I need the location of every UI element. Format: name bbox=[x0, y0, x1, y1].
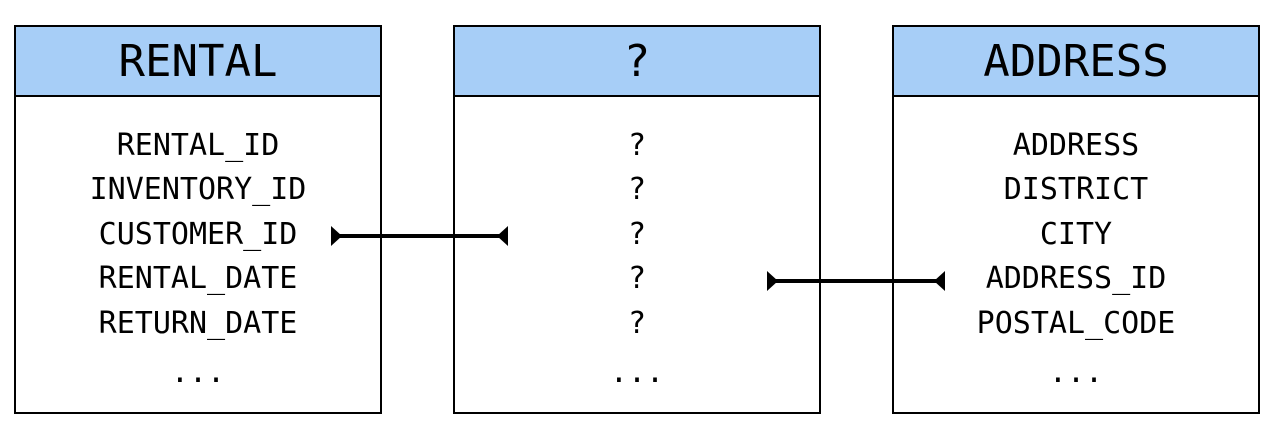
address-table: ADDRESS ADDRESS DISTRICT CITY ADDRESS_ID… bbox=[892, 25, 1260, 414]
field-return-date: RETURN_DATE bbox=[98, 306, 298, 341]
rental-table: RENTAL RENTAL_ID INVENTORY_ID CUSTOMER_I… bbox=[14, 25, 382, 414]
unknown-table-header: ? bbox=[455, 27, 819, 97]
field-district: DISTRICT bbox=[1003, 172, 1149, 207]
field-rental-id: RENTAL_ID bbox=[116, 128, 280, 163]
field-address: ADDRESS bbox=[1012, 128, 1140, 163]
field-customer-id: CUSTOMER_ID bbox=[98, 217, 298, 252]
field-ellipsis: ... bbox=[609, 355, 665, 390]
field-unknown-4: ? bbox=[627, 261, 647, 296]
address-field-list: ADDRESS DISTRICT CITY ADDRESS_ID POSTAL_… bbox=[894, 25, 1258, 410]
address-table-header: ADDRESS bbox=[894, 27, 1258, 97]
field-ellipsis: ... bbox=[170, 355, 226, 390]
field-ellipsis: ... bbox=[1048, 355, 1104, 390]
rental-field-list: RENTAL_ID INVENTORY_ID CUSTOMER_ID RENTA… bbox=[16, 25, 380, 410]
field-unknown-3: ? bbox=[627, 217, 647, 252]
field-city: CITY bbox=[1039, 217, 1113, 252]
unknown-table: ? ? ? ? ? ? ... bbox=[453, 25, 821, 414]
unknown-field-list: ? ? ? ? ? ... bbox=[455, 25, 819, 410]
field-unknown-1: ? bbox=[627, 128, 647, 163]
rental-table-header: RENTAL bbox=[16, 27, 380, 97]
field-unknown-5: ? bbox=[627, 306, 647, 341]
field-rental-date: RENTAL_DATE bbox=[98, 261, 298, 296]
field-unknown-2: ? bbox=[627, 172, 647, 207]
field-postal-code: POSTAL_CODE bbox=[976, 306, 1176, 341]
field-inventory-id: INVENTORY_ID bbox=[89, 172, 307, 207]
field-address-id: ADDRESS_ID bbox=[985, 261, 1167, 296]
